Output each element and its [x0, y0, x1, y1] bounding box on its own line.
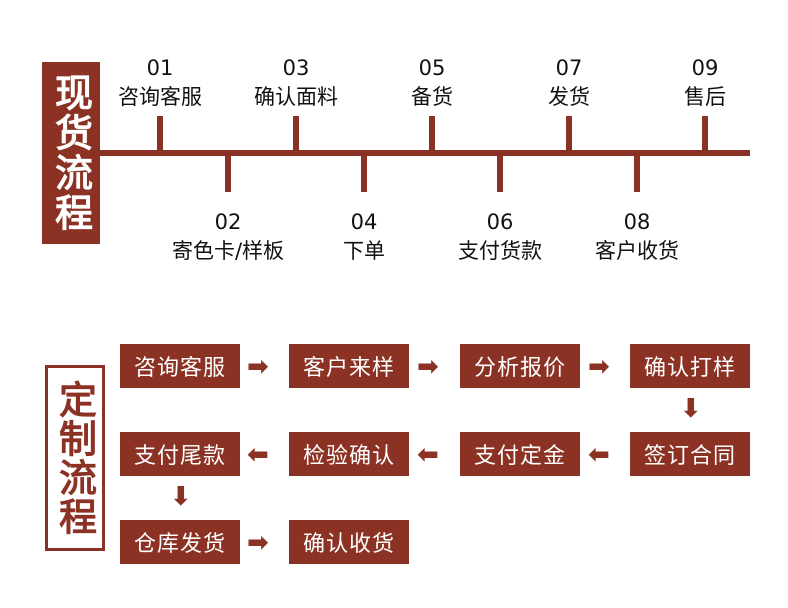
timeline-tick-03: [293, 116, 299, 152]
step-number-05: 05: [418, 56, 446, 80]
timeline-tick-06: [497, 156, 503, 192]
flow-step-confirm-receipt: 确认收货: [289, 520, 409, 564]
step-label-05: 备货: [411, 85, 453, 109]
flow-step-customer-sample: 客户来样: [289, 344, 409, 388]
spot-process-title: 现货流程: [42, 62, 100, 244]
custom-process-title: 定制流程: [45, 365, 105, 551]
timeline-tick-04: [361, 156, 367, 192]
timeline-tick-08: [634, 156, 640, 192]
flow-step-pay-deposit: 支付定金: [460, 432, 580, 476]
step-number-09: 09: [691, 56, 719, 80]
arrow-down-icon: ⬇: [680, 394, 702, 424]
timeline-tick-01: [157, 116, 163, 152]
step-label-06: 支付货款: [458, 239, 542, 263]
step-label-09: 售后: [684, 85, 726, 109]
arrow-left-icon: ⬅: [247, 440, 269, 470]
arrow-left-icon: ⬅: [417, 440, 439, 470]
step-label-01: 咨询客服: [118, 85, 202, 109]
step-label-03: 确认面料: [254, 85, 338, 109]
step-number-03: 03: [282, 56, 310, 80]
flow-step-confirm-sample: 确认打样: [630, 344, 750, 388]
step-label-04: 下单: [343, 239, 385, 263]
flow-step-ship: 仓库发货: [120, 520, 240, 564]
arrow-right-icon: ➡: [588, 352, 610, 382]
step-label-08: 客户收货: [595, 239, 679, 263]
flow-step-sign-contract: 签订合同: [630, 432, 750, 476]
flow-step-pay-balance: 支付尾款: [120, 432, 240, 476]
timeline-tick-09: [702, 116, 708, 152]
step-label-02: 寄色卡/样板: [171, 239, 285, 263]
timeline-tick-05: [429, 116, 435, 152]
arrow-left-icon: ⬅: [588, 440, 610, 470]
arrow-right-icon: ➡: [247, 352, 269, 382]
timeline-bar: [100, 150, 750, 156]
timeline-tick-02: [225, 156, 231, 192]
step-number-07: 07: [555, 56, 583, 80]
arrow-right-icon: ➡: [417, 352, 439, 382]
flow-step-inspect: 检验确认: [289, 432, 409, 476]
step-number-01: 01: [146, 56, 174, 80]
arrow-down-icon: ⬇: [170, 482, 192, 512]
step-number-08: 08: [623, 210, 651, 234]
step-label-07: 发货: [548, 85, 590, 109]
step-number-02: 02: [214, 210, 242, 234]
arrow-right-icon: ➡: [247, 528, 269, 558]
flow-step-consult: 咨询客服: [120, 344, 240, 388]
step-number-06: 06: [486, 210, 514, 234]
step-number-04: 04: [350, 210, 378, 234]
flow-step-quote: 分析报价: [460, 344, 580, 388]
timeline-tick-07: [566, 116, 572, 152]
